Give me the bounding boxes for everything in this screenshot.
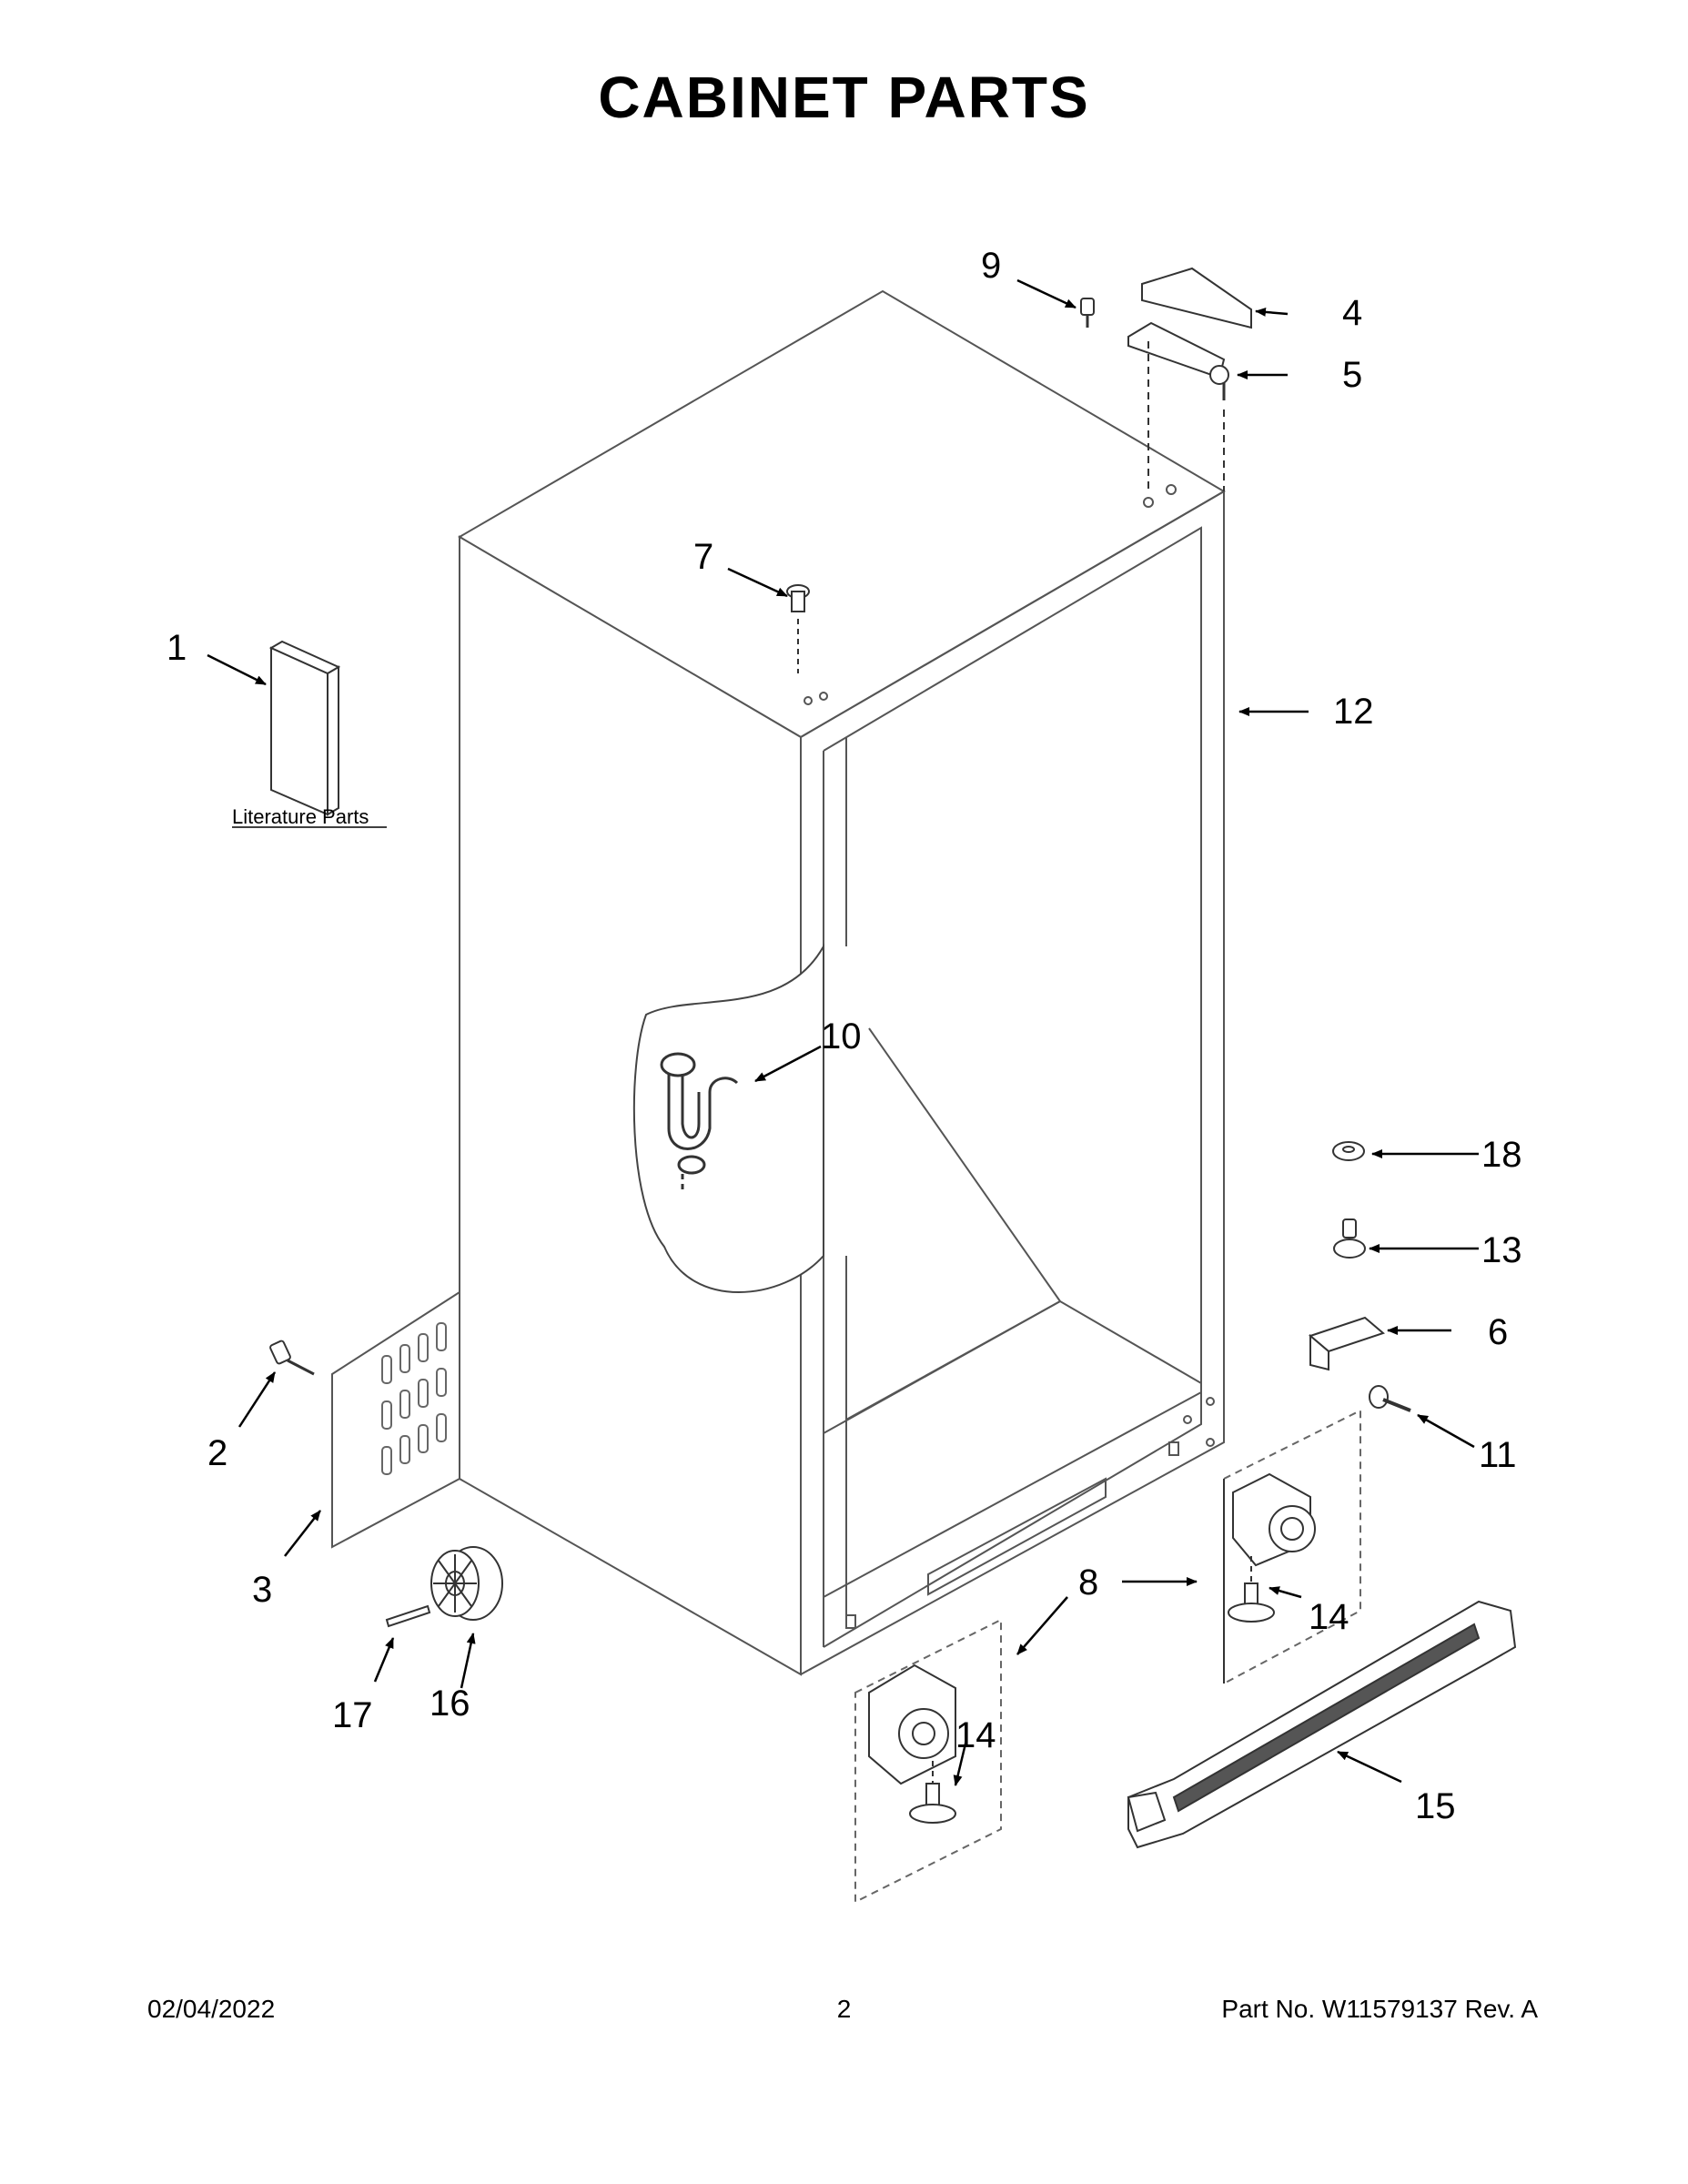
footer-date: 02/04/2022 (147, 1995, 276, 2023)
callout-14-right: 14 (1309, 1597, 1349, 1637)
page-title: CABINET PARTS (598, 65, 1090, 130)
callout-18: 18 (1481, 1135, 1522, 1175)
drain-tube-part (660, 1052, 739, 1192)
literature-parts-label: Literature Parts (232, 805, 369, 828)
footer-part-number: Part No. W11579137 Rev. A (1221, 1995, 1538, 2023)
callout-14-left: 14 (955, 1715, 996, 1755)
toe-kick-grille (1127, 1600, 1517, 1849)
callout-13: 13 (1481, 1230, 1522, 1270)
literature-book (268, 640, 341, 816)
callout-numbers: 1 2 3 4 5 6 7 8 9 10 11 12 13 14 14 15 1… (167, 246, 1522, 1826)
left-roller-leveler (854, 1618, 1002, 1904)
callout-arrows (207, 278, 1479, 1786)
rear-grille-panel (331, 1290, 460, 1549)
callout-8: 8 (1078, 1562, 1098, 1603)
plug-part-7 (786, 584, 810, 673)
callout-9: 9 (981, 246, 1001, 286)
screw-part-2 (269, 1340, 315, 1376)
callout-4: 4 (1342, 293, 1362, 333)
callout-3: 3 (252, 1570, 272, 1610)
callout-11: 11 (1479, 1435, 1517, 1475)
top-hinge-assembly (1080, 267, 1252, 491)
footer-page-number: 2 (836, 1995, 852, 2023)
cabinet-body (458, 289, 1226, 1676)
wheel-part-16 (385, 1546, 503, 1628)
right-side-hardware (1309, 1141, 1411, 1412)
drain-cutaway (632, 943, 824, 1293)
callout-1: 1 (167, 628, 187, 668)
callout-2: 2 (207, 1433, 227, 1473)
callout-15: 15 (1415, 1786, 1456, 1826)
right-roller-leveler (1223, 1409, 1361, 1685)
callout-6: 6 (1488, 1312, 1508, 1352)
callout-16: 16 (430, 1684, 470, 1724)
callout-17: 17 (332, 1695, 373, 1735)
callout-5: 5 (1342, 355, 1362, 395)
callout-10: 10 (821, 1016, 862, 1057)
callout-7: 7 (693, 537, 713, 577)
callout-12: 12 (1333, 692, 1374, 732)
